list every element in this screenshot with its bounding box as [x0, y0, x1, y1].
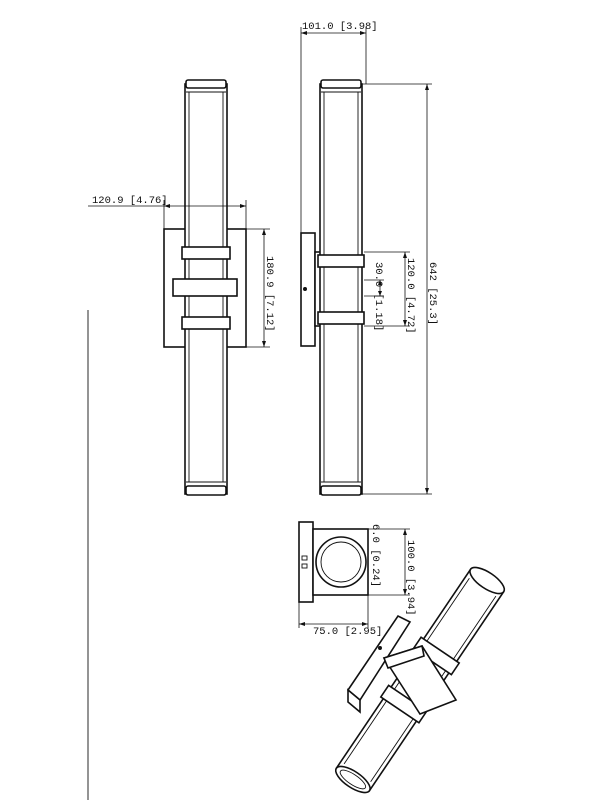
dim-band-height-label: 30.0 [1.18] [372, 262, 384, 331]
dim-bottom-depth-label: 75.0 [2.95] [313, 626, 382, 638]
dim-band: 30.0 [1.18] 120.0 [4.72] [364, 251, 416, 334]
side-view [300, 79, 365, 496]
front-bottom-cap [185, 485, 227, 496]
side-tube [319, 83, 363, 495]
top-view [298, 521, 369, 603]
dim-backplate-width: 120.9 [4.76] [88, 195, 247, 229]
dim-depth-top-label: 101.0 [3.98] [302, 21, 378, 33]
front-lower-band [181, 316, 231, 330]
dim-band-span-label: 120.0 [4.72] [404, 258, 416, 334]
top-tube-outer [315, 536, 367, 588]
dim-depth-top: 101.0 [3.98] [300, 21, 378, 233]
dim-tube-diameter-label: 100.0 [3.94] [404, 540, 416, 616]
dim-backplate-height-label: 180.9 [7.12] [263, 256, 275, 332]
front-top-cap [185, 79, 227, 89]
dim-overall-height: 642 [25.3] [362, 83, 438, 495]
top-tube-inner [320, 541, 362, 583]
iso-bottom-cap [334, 765, 371, 794]
iso-top-cap [469, 566, 506, 595]
dim-plate-offset-label: 6.0 [0.24] [369, 524, 381, 587]
dim-top-view: 100.0 [3.94] 6.0 [0.24] 75.0 [2.95] [298, 524, 416, 638]
side-screw [303, 287, 307, 291]
top-wallplate [298, 521, 314, 603]
front-upper-band [181, 246, 231, 260]
front-center-bar [172, 278, 238, 297]
dim-backplate-width-label: 120.9 [4.76] [92, 195, 168, 207]
dim-backplate-height: 180.9 [7.12] [246, 228, 275, 348]
dim-overall-height-label: 642 [25.3] [426, 262, 438, 325]
front-view [163, 79, 247, 496]
isometric-view [334, 566, 506, 794]
